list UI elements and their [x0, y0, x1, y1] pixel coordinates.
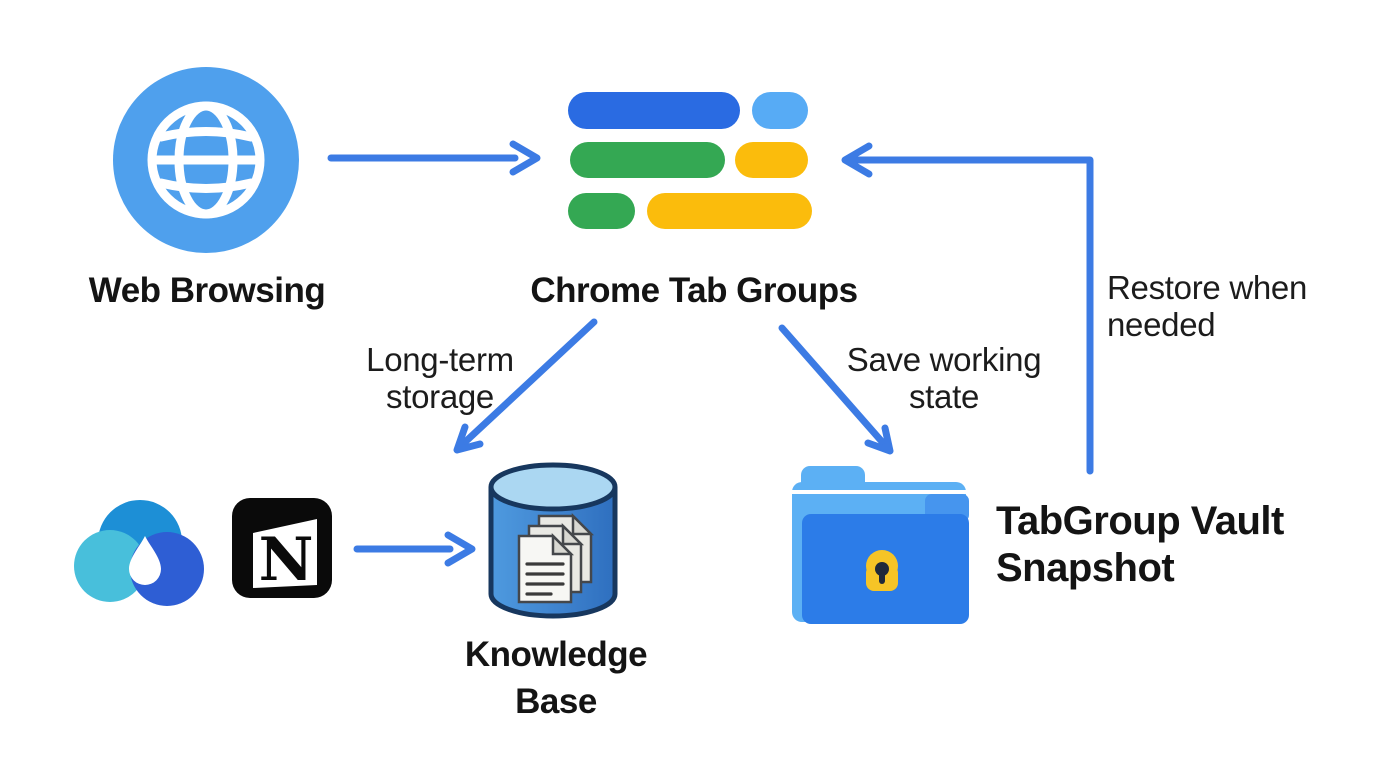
- knowledge-base-label: Knowledge Base: [464, 631, 648, 725]
- arrowhead-browse-to-chrome: [509, 140, 541, 176]
- arrow-long-term: [459, 318, 598, 448]
- document-page-front: [517, 532, 575, 604]
- arrow-group: [327, 140, 1094, 567]
- arrowhead-sources-to-kb: [444, 531, 476, 567]
- notion-letter: N: [259, 525, 314, 595]
- document-stack: [517, 512, 595, 604]
- long-term-line1: Long-term: [366, 341, 514, 378]
- long-term-storage-label: Long-term storage: [366, 341, 514, 415]
- web-browsing-label: Web Browsing: [88, 271, 326, 310]
- cloud-storage-icon: [74, 500, 204, 606]
- knowledge-base-line2: Base: [515, 682, 597, 721]
- tab-bar-light-blue: [752, 92, 808, 129]
- tabgroup-vault-label: TabGroup Vault Snapshot: [996, 498, 1284, 592]
- restore-line2: needed: [1107, 306, 1216, 343]
- database-icon: [488, 462, 618, 619]
- save-state-line1: Save working: [846, 341, 1042, 378]
- vault-line1: TabGroup Vault: [996, 499, 1284, 543]
- cloud-left-lobe: [74, 530, 146, 602]
- knowledge-base-line1: Knowledge: [464, 635, 648, 674]
- arrow-save-state: [778, 324, 888, 448]
- globe-lines: [147, 101, 265, 219]
- tab-bar-blue: [568, 92, 740, 129]
- tab-bar-yellow-long: [647, 193, 812, 229]
- save-working-state-label: Save working state: [847, 341, 1042, 415]
- tab-bar-green-small: [568, 193, 635, 229]
- tab-bar-yellow-pill: [735, 142, 808, 178]
- arrowhead-long-term: [453, 423, 484, 454]
- arrow-restore: [848, 156, 1094, 475]
- vault-folder-icon: [792, 466, 969, 624]
- tab-groups-icon: [568, 92, 812, 229]
- notion-face: [253, 519, 317, 588]
- document-text-lines: [525, 562, 565, 596]
- long-term-line2: storage: [386, 378, 494, 415]
- arrowhead-restore: [841, 142, 873, 178]
- notion-icon: N: [232, 498, 332, 598]
- lock-icon: [866, 550, 898, 591]
- water-drop: [129, 536, 161, 585]
- tab-bar-green-long: [570, 142, 725, 178]
- restore-when-needed-label: Restore when needed: [1107, 269, 1307, 343]
- chrome-tab-groups-label: Chrome Tab Groups: [530, 271, 858, 310]
- globe-icon: [113, 67, 299, 253]
- restore-line1: Restore when: [1107, 269, 1308, 306]
- arrowhead-save-state: [864, 424, 894, 455]
- folder-gap-line: [792, 490, 966, 494]
- vault-line2: Snapshot: [996, 546, 1175, 590]
- save-state-line2: state: [908, 378, 980, 415]
